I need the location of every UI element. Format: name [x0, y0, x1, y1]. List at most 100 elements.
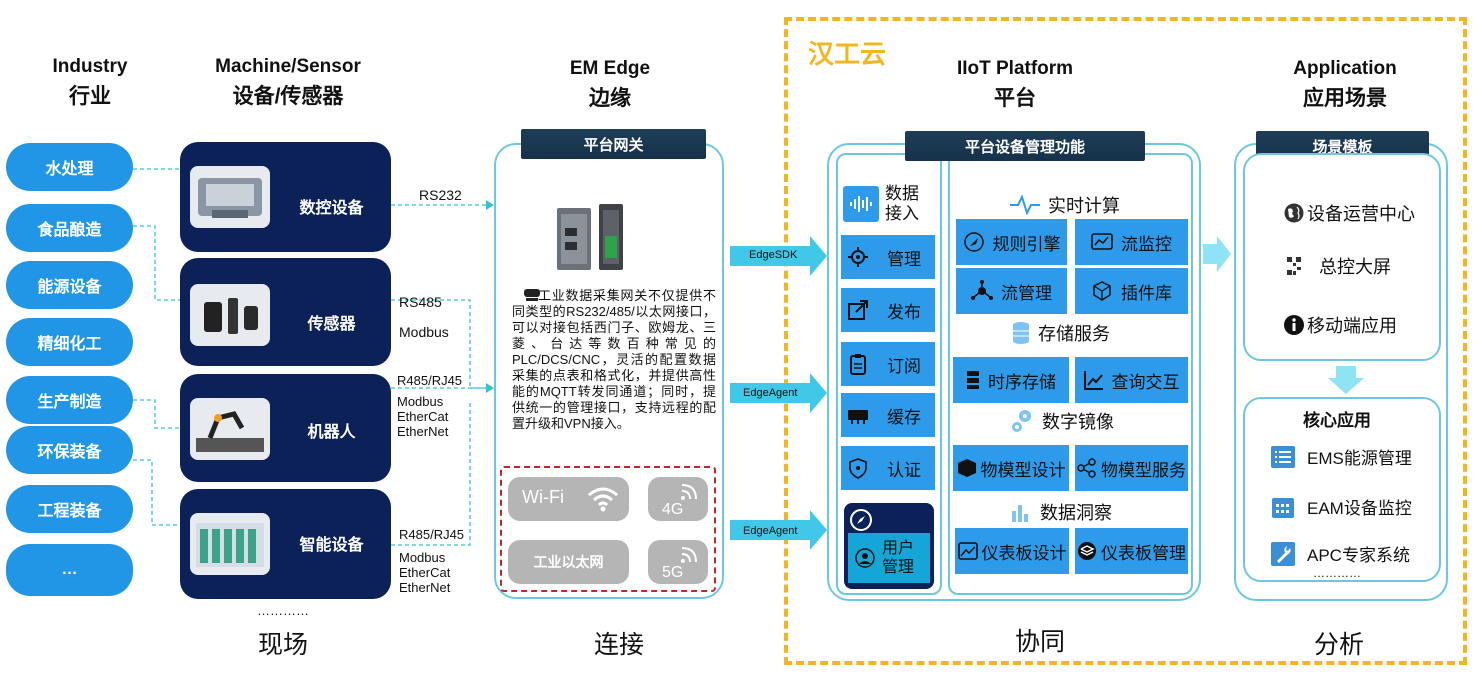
cloud-frame [784, 17, 1467, 665]
modules-column [836, 153, 942, 595]
edge-title-zh: 边缘 [589, 87, 631, 110]
server-icon [966, 370, 980, 390]
protocol-label: EtherCat [397, 409, 449, 424]
industry-footer: 现场 [257, 631, 308, 659]
service-rule-engine[interactable]: 规则引擎 [956, 219, 1067, 265]
section-insight-title: 数据洞察 [1010, 499, 1112, 525]
module-label: 管理 [887, 249, 921, 269]
signal-icon [681, 547, 697, 563]
clipboard-icon [847, 353, 869, 375]
scene-item[interactable]: 总控大屏 [1287, 253, 1391, 279]
platform-to-app-arrow [1203, 236, 1231, 272]
machine-smart: 智能设备 [180, 489, 391, 599]
protocol-label: Modbus [399, 324, 449, 340]
service-stream-manage[interactable]: 流管理 [956, 268, 1067, 314]
service-plugin-lib[interactable]: 插件库 [1075, 268, 1188, 314]
module-user-manage[interactable]: 用户 管理 [844, 503, 934, 589]
service-label: 物模型服务 [1101, 460, 1186, 480]
protocol-label: R485/RJ45 [399, 527, 465, 542]
wrench-icon [1271, 541, 1295, 566]
service-dashboard-design[interactable]: 仪表板设计 [955, 528, 1069, 574]
module-label: 用户 管理 [882, 540, 915, 576]
service-model-service[interactable]: 物模型服务 [1075, 445, 1188, 491]
core-app-item[interactable]: EAM设备监控 [1271, 494, 1412, 519]
industry-pill: 生产制造 [6, 376, 133, 424]
protocol-label: Modbus [399, 550, 446, 565]
core-more: ………… [1313, 566, 1361, 580]
industry-pill: 精细化工 [6, 318, 133, 366]
database-icon [1012, 321, 1030, 345]
service-dashboard-manage[interactable]: 仪表板管理 [1075, 528, 1188, 574]
section-title: 数字镜像 [1042, 412, 1114, 432]
cube-icon [1091, 280, 1113, 302]
service-stream-monitor[interactable]: 流监控 [1075, 219, 1188, 265]
core-app-item[interactable]: EMS能源管理 [1271, 444, 1412, 469]
section-realtime-title: 实时计算 [1010, 192, 1120, 218]
platform-title-zh: 平台 [994, 87, 1036, 110]
network-icon [971, 280, 993, 302]
smart-device-image [190, 513, 270, 575]
edge-arrows [730, 236, 827, 550]
chart-icon [1083, 370, 1104, 390]
service-query[interactable]: 查询交互 [1075, 357, 1188, 403]
platform-title: IIoT Platform 平台 [945, 54, 1085, 114]
compass-icon [850, 509, 872, 531]
scene-item[interactable]: 移动端应用 [1283, 312, 1397, 338]
cnc-machine-image [190, 166, 270, 228]
protocol-label: R485/RJ45 [397, 373, 463, 388]
user-manage-inner: 用户 管理 [848, 533, 930, 583]
user-icon [854, 547, 876, 569]
link-label: EdgeAgent [743, 525, 798, 537]
scene-item[interactable]: 设备运营中心 [1283, 200, 1415, 226]
scene-card [1243, 153, 1441, 361]
industry-pill: 工程装备 [6, 485, 133, 533]
protocol-label: EtherNet [397, 424, 449, 439]
scene-label: 总控大屏 [1319, 257, 1391, 277]
service-timeseries[interactable]: 时序存储 [953, 357, 1069, 403]
module-cache[interactable]: 缓存 [841, 393, 935, 437]
image-icon [957, 542, 978, 560]
service-label: 查询交互 [1111, 372, 1180, 392]
memory-icon [847, 404, 869, 426]
gateway-banner: 平台网关 [521, 129, 706, 159]
core-app-label: EAM设备监控 [1307, 499, 1412, 518]
edge-footer: 连接 [593, 631, 644, 659]
platform-footer: 协同 [1014, 628, 1065, 656]
machine-label: 传感器 [307, 316, 356, 333]
module-subscribe[interactable]: 订阅 [841, 342, 935, 386]
4g-option: 4G [648, 477, 708, 521]
core-app-item[interactable]: APC专家系统 [1271, 541, 1410, 566]
application-title: Application 应用场景 [1280, 54, 1410, 114]
module-auth[interactable]: 认证 [841, 446, 935, 490]
application-title-en: Application [1293, 58, 1397, 79]
section-storage-title: 存储服务 [1012, 320, 1110, 346]
layers-icon [1077, 541, 1097, 561]
link-label: EdgeSDK [749, 249, 798, 261]
scene-label: 移动端应用 [1307, 316, 1397, 336]
industry-pill: 能源设备 [6, 261, 133, 309]
industry-pill: 环保装备 [6, 426, 133, 474]
wifi-option: Wi-Fi [508, 477, 629, 521]
gateway-small-icon [523, 287, 541, 308]
industry-title-en: Industry [52, 56, 128, 77]
service-model-design[interactable]: 物模型设计 [953, 445, 1069, 491]
service-label: 流管理 [1001, 283, 1052, 303]
wifi-label: Wi-Fi [522, 487, 564, 507]
industry-title: Industry 行业 [30, 52, 150, 112]
protocol-label: EtherCat [399, 565, 451, 580]
module-manage[interactable]: 管理 [841, 235, 935, 279]
module-label: 缓存 [887, 407, 921, 427]
network-options-frame [500, 466, 716, 592]
sensor-image [190, 284, 270, 346]
signal-icon [681, 484, 697, 500]
module-publish[interactable]: 发布 [841, 288, 935, 332]
machine-label: 机器人 [307, 424, 356, 441]
box-icon [957, 458, 977, 478]
machine-label: 智能设备 [299, 537, 364, 554]
cloud-label: 汉工云 [808, 39, 887, 69]
machine-title-zh: 设备/传感器 [232, 85, 344, 108]
share-icon [1077, 458, 1097, 478]
machine-title-en: Machine/Sensor [215, 56, 361, 77]
module-label: 发布 [887, 302, 921, 322]
